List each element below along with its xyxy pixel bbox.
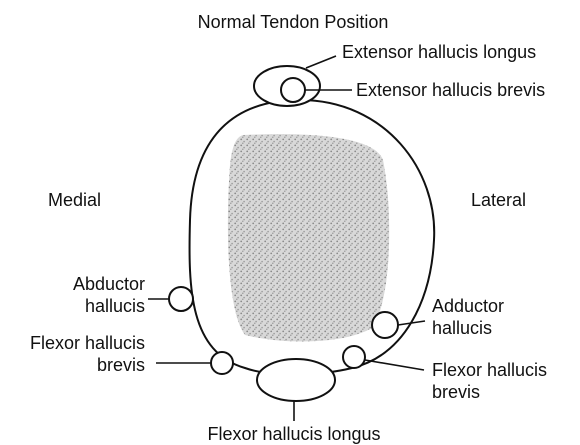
extensor-hallucis-brevis-tendon: [281, 78, 305, 102]
flexor-hallucis-brevis-medial-label-line2: brevis: [97, 355, 145, 375]
adductor-hallucis-tendon: [372, 312, 398, 338]
stippled-marrow: [228, 134, 389, 341]
adductor-hallucis-label-line2: hallucis: [432, 318, 492, 338]
extensor-hallucis-longus-label: Extensor hallucis longus: [342, 42, 536, 62]
flexor-hallucis-longus-label: Flexor hallucis longus: [207, 424, 380, 444]
lateral-label: Lateral: [471, 190, 526, 210]
flexor-hallucis-brevis-lateral-tendon: [343, 346, 365, 368]
abductor-hallucis-label-line1: Abductor: [73, 274, 145, 294]
leader-flexor-brevis-lateral: [365, 360, 424, 370]
abductor-hallucis-label-line2: hallucis: [85, 296, 145, 316]
flexor-hallucis-brevis-medial-label-line1: Flexor hallucis: [30, 333, 145, 353]
adductor-hallucis-label-line1: Adductor: [432, 296, 504, 316]
abductor-hallucis-tendon: [169, 287, 193, 311]
extensor-hallucis-brevis-label: Extensor hallucis brevis: [356, 80, 545, 100]
flexor-hallucis-brevis-lateral-label-line1: Flexor hallucis: [432, 360, 547, 380]
medial-label: Medial: [48, 190, 101, 210]
flexor-hallucis-longus-tendon: [257, 359, 335, 401]
flexor-hallucis-brevis-lateral-label-line2: brevis: [432, 382, 480, 402]
flexor-hallucis-brevis-medial-tendon: [211, 352, 233, 374]
leader-extensor-longus: [306, 56, 336, 68]
diagram-title: Normal Tendon Position: [198, 12, 389, 32]
